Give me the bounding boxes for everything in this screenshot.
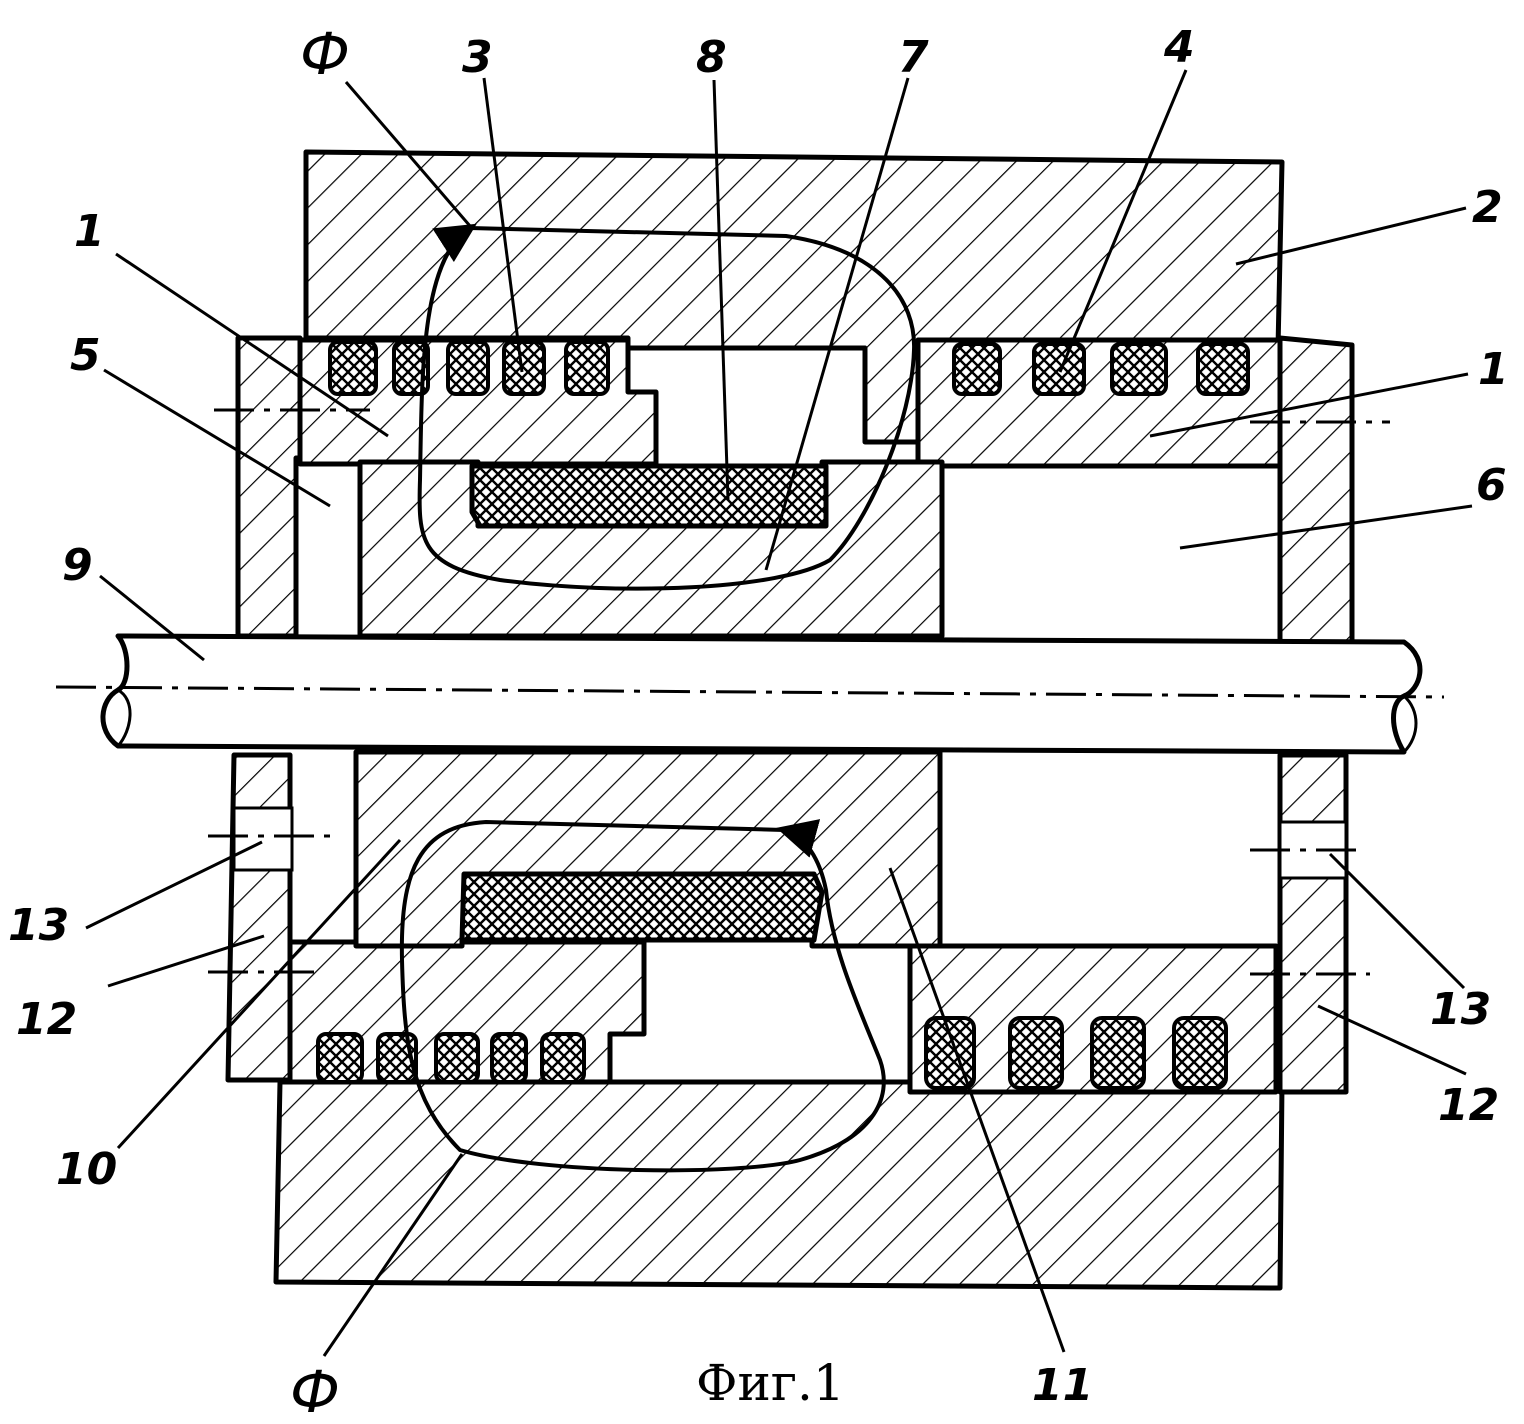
label-flux-top: Ф <box>300 20 350 88</box>
label-7: 7 <box>898 32 929 83</box>
label-4: 4 <box>1163 22 1195 73</box>
winding-slots-top-left <box>330 342 608 394</box>
label-13-right: 13 <box>1430 984 1491 1035</box>
end-cover-left-top <box>238 338 300 636</box>
label-1-right: 1 <box>1478 344 1509 395</box>
label-3: 3 <box>462 32 493 83</box>
figure-caption: Фиг.1 <box>696 1354 845 1412</box>
label-1-left: 1 <box>74 206 105 257</box>
label-10: 10 <box>56 1144 117 1195</box>
label-12-left: 12 <box>16 994 77 1045</box>
label-8: 8 <box>696 32 727 83</box>
label-13-left: 13 <box>8 900 69 951</box>
label-6: 6 <box>1476 460 1507 511</box>
end-cover-right-bottom <box>1280 755 1346 1092</box>
label-5: 5 <box>70 330 101 381</box>
label-2: 2 <box>1472 182 1503 233</box>
shaft <box>103 636 1420 752</box>
magnet-bottom <box>462 874 822 940</box>
winding-slots-bottom-left <box>318 1034 584 1082</box>
label-11: 11 <box>1032 1360 1093 1411</box>
magnet-top <box>472 466 826 526</box>
end-cover-right-top <box>1280 338 1352 643</box>
label-9: 9 <box>62 540 93 591</box>
end-cover-left-bottom <box>228 755 290 1080</box>
label-flux-bottom: Ф <box>290 1358 340 1424</box>
label-12-right: 12 <box>1438 1080 1499 1131</box>
bolt-hole-left <box>234 808 292 870</box>
housing-bottom <box>276 1082 1282 1288</box>
